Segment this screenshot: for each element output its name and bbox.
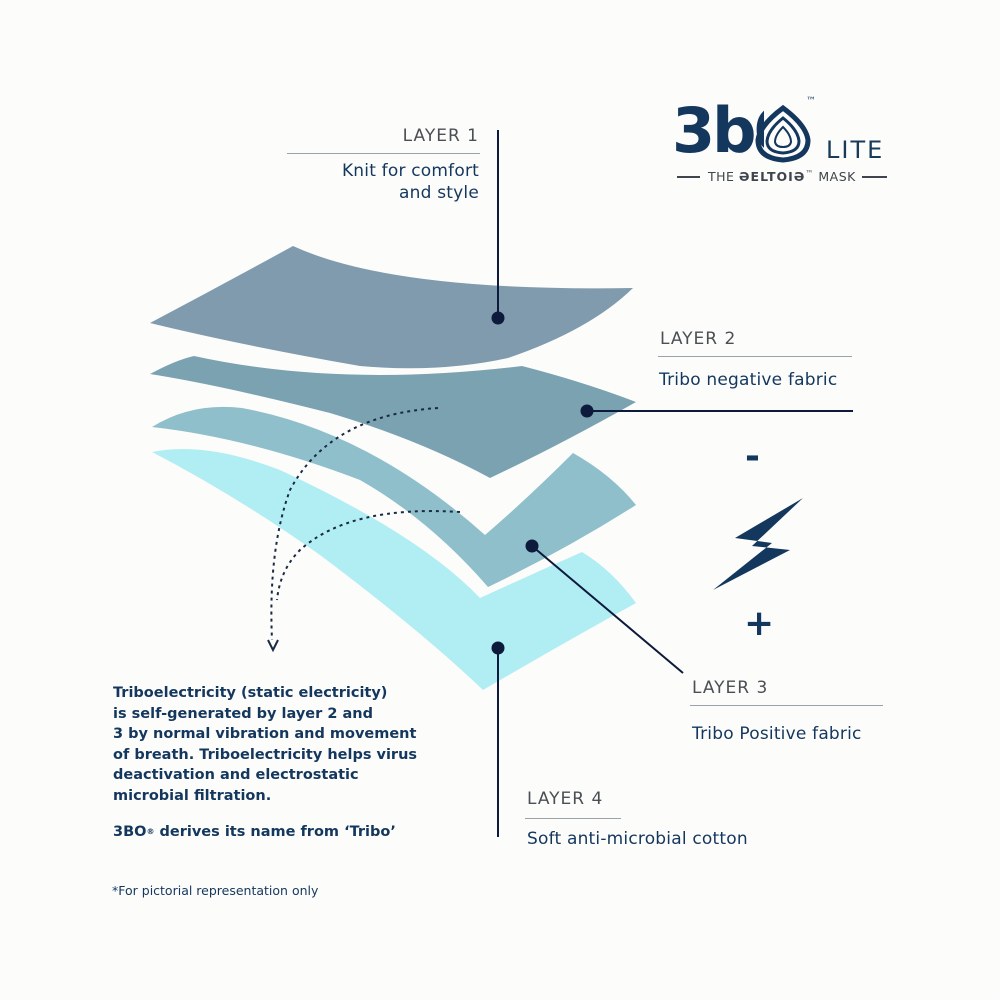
logo-wordmark: 3bO xyxy=(672,94,764,182)
logo-tagline-prefix: THE xyxy=(708,169,735,184)
note-line-1: Triboelectricity (static electricity) xyxy=(113,685,388,701)
note-line-6: microbial filtration. xyxy=(113,787,272,804)
layer-1-desc-line-1: Knit for comfort xyxy=(341,161,479,181)
footnote: *For pictorial representation only xyxy=(112,883,319,898)
logo-tagline-brand: ƏELTOIƏ xyxy=(738,169,806,184)
note-line-4: of breath. Triboelectricity helps virus xyxy=(113,746,418,763)
logo-tagline-tm: ™ xyxy=(805,169,814,178)
arrowhead xyxy=(267,639,279,653)
triboelectricity-note: Triboelectricity (static electricity) is… xyxy=(113,683,417,806)
logo-tagline-suffix: MASK xyxy=(818,169,856,184)
charge-flow-arrow-1 xyxy=(270,407,439,641)
name-origin-mark: ® xyxy=(146,827,155,836)
layer-3-title: LAYER 3 xyxy=(692,678,769,698)
layer-1-desc-line-2: and style xyxy=(399,183,479,203)
layer-2-divider xyxy=(658,356,852,357)
layer-2-desc: Tribo negative fabric xyxy=(659,370,838,390)
layer-3-desc: Tribo Positive fabric xyxy=(692,724,862,744)
negative-charge-symbol: - xyxy=(745,436,760,477)
logo-tagline: THE ƏELTOIƏ™ MASK xyxy=(708,169,856,184)
logo-trademark: ™ xyxy=(806,96,816,107)
layer-2-title: LAYER 2 xyxy=(660,329,737,349)
layer-4-title: LAYER 4 xyxy=(527,789,604,809)
layer-3-divider xyxy=(690,705,883,706)
layer-4-marker xyxy=(491,641,505,655)
layer-1-title: LAYER 1 xyxy=(402,126,479,146)
layer-4-divider xyxy=(525,818,621,819)
name-origin-text: derives its name from ‘Tribo’ xyxy=(154,824,396,840)
note-line-5: deactivation and electrostatic xyxy=(113,767,359,783)
note-line-3: 3 by normal vibration and movement xyxy=(113,726,417,742)
layer-2-marker xyxy=(580,404,594,418)
layer-1-marker xyxy=(491,311,505,325)
layer-4-fabric xyxy=(152,448,636,690)
layer-3-fabric xyxy=(152,406,636,587)
name-origin-brand: 3BO xyxy=(113,824,147,840)
name-origin-note: 3BO® derives its name from ‘Tribo’ xyxy=(113,822,396,843)
layer-3-leader xyxy=(531,545,684,674)
logo-emblem-icon xyxy=(755,104,811,163)
layer-1-divider xyxy=(287,153,480,154)
charge-flow-arrow-2 xyxy=(276,510,461,601)
lightning-bolt-icon xyxy=(713,498,803,590)
layer-1-fabric xyxy=(150,246,633,369)
layer-4-desc: Soft anti-microbial cotton xyxy=(527,829,748,849)
logo-wordmark-text: 3bO xyxy=(672,94,764,167)
layer-2-fabric xyxy=(150,356,636,478)
note-line-2: is self-generated by layer 2 and xyxy=(113,705,373,722)
layer-3-marker xyxy=(525,539,539,553)
positive-charge-symbol: + xyxy=(744,603,775,644)
logo-variant: LITE xyxy=(826,136,885,164)
